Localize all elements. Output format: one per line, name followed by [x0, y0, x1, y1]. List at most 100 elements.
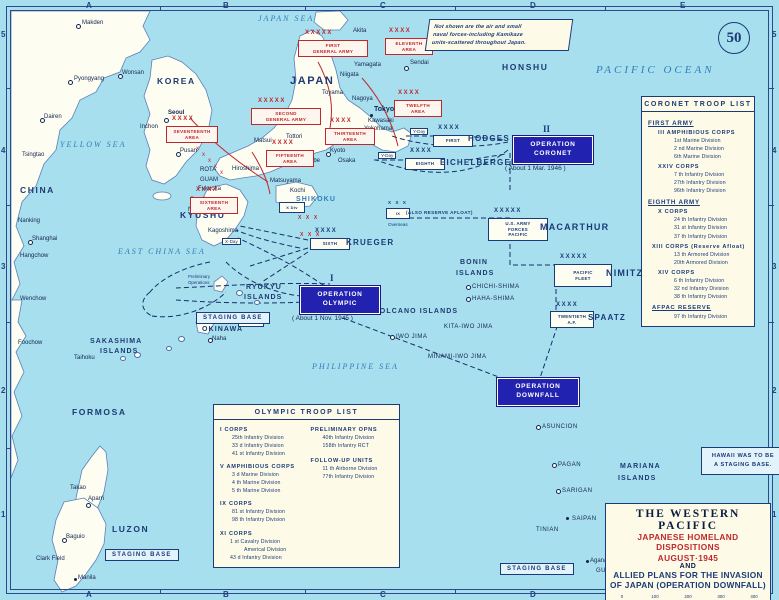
grid-tick	[6, 88, 11, 89]
coronet-division: 27th Infantry Division	[674, 180, 726, 187]
operation-olympic-line1: OPERATION	[317, 291, 363, 298]
olympic-division: 4 th Marine Division	[232, 480, 281, 487]
city-dot	[28, 240, 33, 245]
grid-col-e-top: E	[680, 1, 686, 10]
map-scale: 0 100 200 300 400 SCALE OF MILES	[610, 594, 766, 600]
city-label-toyama: Toyama	[322, 90, 344, 96]
echelon-xxxx-fifteenth-area: XXXX	[272, 140, 295, 146]
unit-name-line1: FIRST	[445, 138, 461, 143]
grid-tick	[6, 205, 11, 206]
city-dot	[74, 578, 77, 581]
grid-col-d-top: D	[530, 1, 537, 10]
note-hawaii-staging-base: HAWAII WAS TO BE A STAGING BASE.	[701, 447, 779, 475]
title-line-6: OF JAPAN (OPERATION DOWNFALL)	[610, 580, 766, 591]
coronet-division: 24 th Infantry Division	[674, 217, 728, 224]
olympic-division: 11 th Airborne Division	[322, 466, 378, 473]
region-label-ryukyu-islands: ISLANDS	[244, 294, 283, 301]
city-label-pagan: PAGAN	[558, 462, 582, 468]
operation-downfall-line2: DOWNFALL	[516, 391, 560, 399]
city-label-tsushima: ROTA	[200, 167, 217, 173]
map-title-block: THE WESTERN PACIFIC JAPANESE HOMELAND DI…	[605, 503, 771, 600]
label-yday-2: Y-Day	[378, 152, 397, 159]
grid-col-b-bottom: B	[223, 590, 230, 599]
grid-col-a-bottom: A	[86, 590, 93, 599]
olympic-corps-heading: I CORPS	[220, 427, 248, 433]
sea-label-yellow-sea: YELLOW SEA	[60, 140, 127, 149]
unit-box-reserve-corps: IX	[386, 208, 410, 219]
city-label-dairen: Dairen	[44, 114, 62, 120]
unit-name-line2: FORCES	[507, 226, 529, 232]
olympic-corps-heading: IX CORPS	[220, 501, 253, 508]
city-dot	[556, 489, 561, 494]
region-label-japan: JAPAN	[290, 75, 335, 87]
coronet-army-heading: AFPAC RESERVE	[652, 304, 712, 311]
region-label-bonin-islands: ISLANDS	[456, 270, 495, 277]
operation-olympic-box[interactable]: OPERATION OLYMPIC	[300, 286, 380, 314]
unit-name-line1: ELEVENTH	[395, 41, 423, 46]
operation-coronet-box[interactable]: OPERATION CORONET	[513, 136, 593, 164]
echelon-xxxx-twelfth-area: XXXX	[398, 90, 421, 96]
title-line-2: JAPANESE HOMELAND DISPOSITIONS	[637, 532, 739, 553]
unit-name-line2: AREA	[410, 108, 426, 114]
grid-row-5-right: 5	[772, 30, 777, 39]
city-dot	[552, 463, 557, 468]
scale-tick-400: 400	[750, 593, 758, 599]
city-label-pusan: Pusan	[180, 148, 198, 154]
coronet-corps-heading: XIII CORPS (Reserve Afloat)	[652, 243, 745, 250]
unit-name-line2: FLEET	[575, 275, 591, 281]
region-label-honshu: HONSHU	[502, 62, 549, 72]
city-label-chichi-shima: CHICHI-SHIMA	[472, 284, 520, 290]
city-label-takao: Takao	[70, 485, 87, 491]
unit-name-line2: GENERAL ARMY	[265, 116, 307, 122]
region-label-sakashima-islands: ISLANDS	[100, 348, 139, 355]
operation-downfall-line1: OPERATION	[515, 383, 561, 390]
echelon-xxxx-eighth-army: XXXX	[410, 148, 433, 154]
unit-box-sixth-army: SIXTH	[310, 238, 350, 250]
city-dot	[370, 114, 373, 117]
region-label-korea: KOREA	[157, 76, 196, 86]
olympic-division: 81 st Infantry Division	[232, 509, 286, 516]
staging-base-luzon: STAGING BASE	[105, 549, 179, 561]
city-label-sarigan: SARIGAN	[562, 488, 593, 494]
echelon-xxxx-eleventh-area: XXXX	[389, 28, 412, 34]
coronet-division: 2 nd Marine Division	[674, 146, 724, 153]
unit-name-line2: AREA	[282, 158, 298, 164]
olympic-corps-heading: V AMPHIBIOUS CORPS	[220, 464, 295, 471]
city-label-inchon: Inchon	[140, 124, 159, 130]
grid-tick	[305, 589, 306, 594]
city-label-taihoku: Taihoku	[74, 355, 95, 361]
coronet-division: 37 th Infantry Division	[674, 233, 728, 240]
coronet-division: 96th Infantry Division	[674, 188, 726, 195]
region-label-bonin: BONIN	[460, 259, 489, 266]
grid-tick	[605, 6, 606, 11]
city-label-kagoshima: Kagoshima	[208, 228, 239, 234]
city-label-shanghai: Shanghai	[32, 236, 58, 242]
island-shape	[236, 290, 243, 296]
echelon-xxxx-first-army: XXXX	[438, 125, 461, 131]
olympic-left-column: I CORPS 25th Infantry Division 33 d Infa…	[220, 424, 303, 562]
region-label-formosa: FORMOSA	[72, 407, 127, 417]
grid-tick	[769, 88, 774, 89]
region-label-sakashima: SAKASHIMA	[90, 338, 143, 345]
island-shape	[166, 346, 172, 351]
operation-coronet-line2: CORONET	[533, 149, 573, 157]
unit-name-line2: AREA	[342, 136, 358, 142]
unit-name-line1: TWENTIETH	[557, 314, 587, 319]
echelon-xxx-reserve: X X X	[388, 200, 408, 205]
staging-base-marianas: STAGING BASE	[500, 563, 574, 575]
region-label-ryukyu: RYUKYU	[246, 284, 282, 291]
olympic-division: 3 d Marine Division	[232, 472, 279, 479]
grid-row-5-left: 5	[1, 30, 6, 39]
region-label-shikoku: SHIKOKU	[296, 196, 336, 203]
grid-col-d-bottom: D	[530, 590, 537, 599]
city-dot	[586, 560, 589, 563]
operation-downfall-box[interactable]: OPERATION DOWNFALL	[497, 378, 579, 406]
city-label-tokyo: Tokyo	[374, 106, 395, 113]
unit-box-x-div: X Div	[279, 202, 305, 213]
label-yday-1: Y-Day	[410, 128, 429, 135]
island-shape	[120, 356, 126, 361]
city-label-kochi: Kochi	[290, 188, 306, 194]
region-label-china: CHINA	[20, 185, 55, 195]
grid-tick	[6, 322, 11, 323]
unit-name-line1: EIGHTH	[415, 161, 435, 166]
